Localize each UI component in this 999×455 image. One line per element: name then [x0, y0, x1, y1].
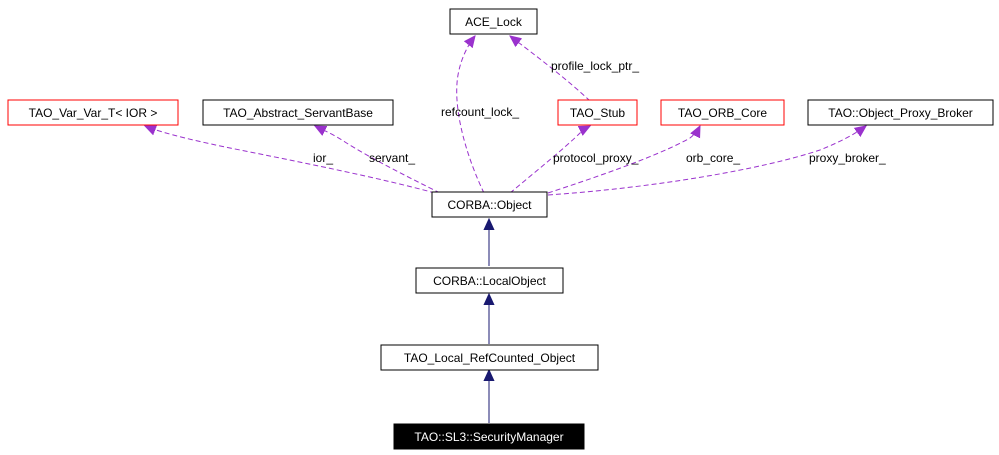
node-label: TAO::SL3::SecurityManager: [414, 430, 563, 444]
node-label: CORBA::LocalObject: [433, 274, 546, 288]
edge-label-servant: servant_: [369, 151, 415, 165]
node-tao-local-refcounted-object[interactable]: TAO_Local_RefCounted_Object: [380, 344, 599, 371]
edge-label-proxy-broker: proxy_broker_: [809, 151, 886, 165]
edge-corba-object-to-ace-lock: [456, 36, 485, 194]
node-label: ACE_Lock: [465, 15, 523, 29]
node-label: TAO::Object_Proxy_Broker: [828, 106, 973, 120]
edge-label-refcount-lock: refcount_lock_: [441, 105, 519, 119]
node-label: TAO_Abstract_ServantBase: [223, 106, 373, 120]
edge-corba-object-to-tao-stub: [509, 126, 590, 194]
node-tao-stub[interactable]: TAO_Stub: [557, 99, 638, 126]
node-label: TAO_Stub: [570, 106, 625, 120]
node-tao-orb-core[interactable]: TAO_ORB_Core: [660, 99, 785, 126]
node-label: TAO_ORB_Core: [678, 106, 767, 120]
edge-label-profile-lock-ptr: profile_lock_ptr_: [551, 59, 639, 73]
edge-corba-object-to-tao-object-proxy-broker: [547, 126, 866, 196]
node-tao-sl3-securitymanager[interactable]: TAO::SL3::SecurityManager: [393, 423, 585, 450]
edge-tao-stub-to-ace-lock: [510, 36, 591, 102]
edge-corba-object-to-tao-orb-core: [547, 126, 700, 194]
node-tao-var-var-t[interactable]: TAO_Var_Var_T< IOR >: [7, 99, 179, 126]
node-corba-localobject[interactable]: CORBA::LocalObject: [415, 267, 564, 294]
node-label: CORBA::Object: [447, 198, 532, 212]
node-corba-object[interactable]: CORBA::Object: [431, 191, 548, 218]
edge-label-orb-core: orb_core_: [686, 151, 740, 165]
node-label: TAO_Var_Var_T< IOR >: [29, 106, 158, 120]
node-label: TAO_Local_RefCounted_Object: [404, 351, 576, 365]
edge-label-protocol-proxy: protocol_proxy_: [553, 151, 639, 165]
node-ace-lock[interactable]: ACE_Lock: [449, 8, 538, 35]
edge-label-ior: ior_: [313, 151, 333, 165]
node-tao-object-proxy-broker[interactable]: TAO::Object_Proxy_Broker: [807, 99, 994, 126]
edge-corba-object-to-tao-abstract-servantbase: [315, 126, 441, 194]
node-tao-abstract-servantbase[interactable]: TAO_Abstract_ServantBase: [202, 99, 394, 126]
edge-corba-object-to-tao-var-var-t: [145, 126, 436, 194]
